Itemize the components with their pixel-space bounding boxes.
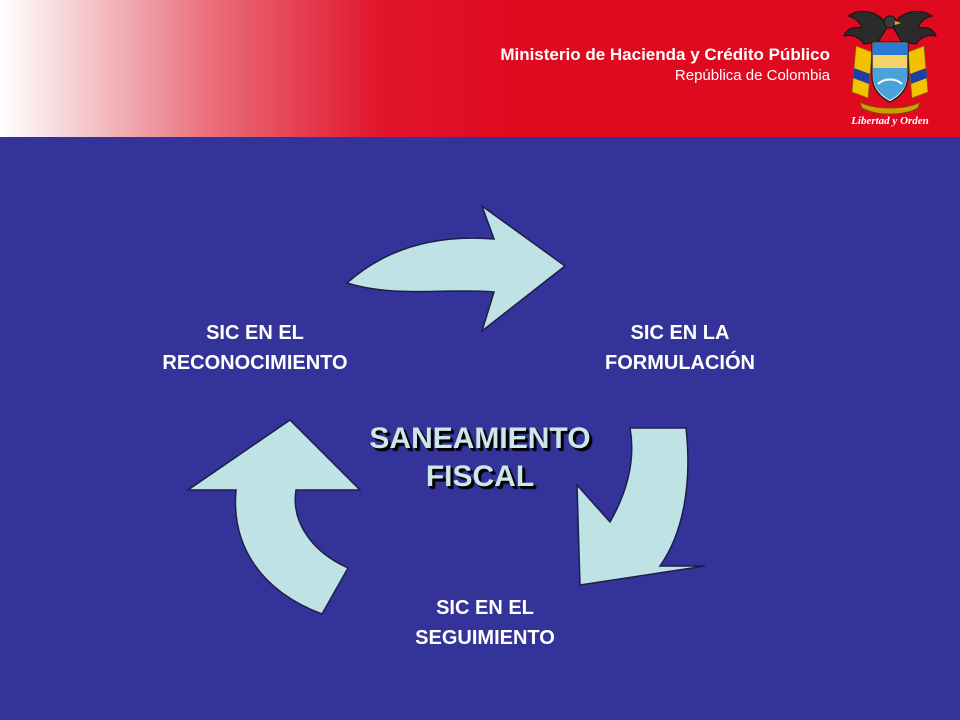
stage-label-line: SIC EN EL: [436, 597, 534, 619]
header-banner: Ministerio de Hacienda y Crédito Público…: [0, 0, 960, 137]
cycle-arrow-left: [185, 419, 362, 615]
stage-label-line: SIC EN LA: [630, 322, 730, 344]
stage-label-line: SIC EN EL: [206, 322, 304, 344]
stage-label-reconocimiento: SIC EN EL RECONOCIMIENTO: [120, 318, 390, 378]
cycle-arrow-top: [345, 203, 567, 334]
stage-label-line: RECONOCIMIENTO: [162, 352, 348, 374]
cycle-diagram: [185, 203, 706, 615]
ministry-name: Ministerio de Hacienda y Crédito Público: [500, 45, 830, 64]
stage-label-line: FORMULACIÓN: [605, 352, 755, 374]
cycle-arrow-right: [576, 427, 706, 586]
center-title: SANEAMIENTO FISCAL: [300, 420, 660, 496]
stage-label-formulacion: SIC EN LA FORMULACIÓN: [560, 318, 800, 378]
center-title-line: SANEAMIENTO: [369, 422, 591, 455]
ministry-block: Ministerio de Hacienda y Crédito Público…: [500, 44, 830, 86]
motto-text: Libertad y Orden: [850, 115, 929, 127]
center-title-line: FISCAL: [425, 460, 535, 493]
republic-name: República de Colombia: [674, 67, 830, 84]
coat-of-arms-icon: Libertad y Orden: [843, 10, 937, 127]
stage-label-line: SEGUIMIENTO: [415, 627, 555, 649]
stage-label-seguimiento: SIC EN EL SEGUIMIENTO: [360, 593, 610, 653]
